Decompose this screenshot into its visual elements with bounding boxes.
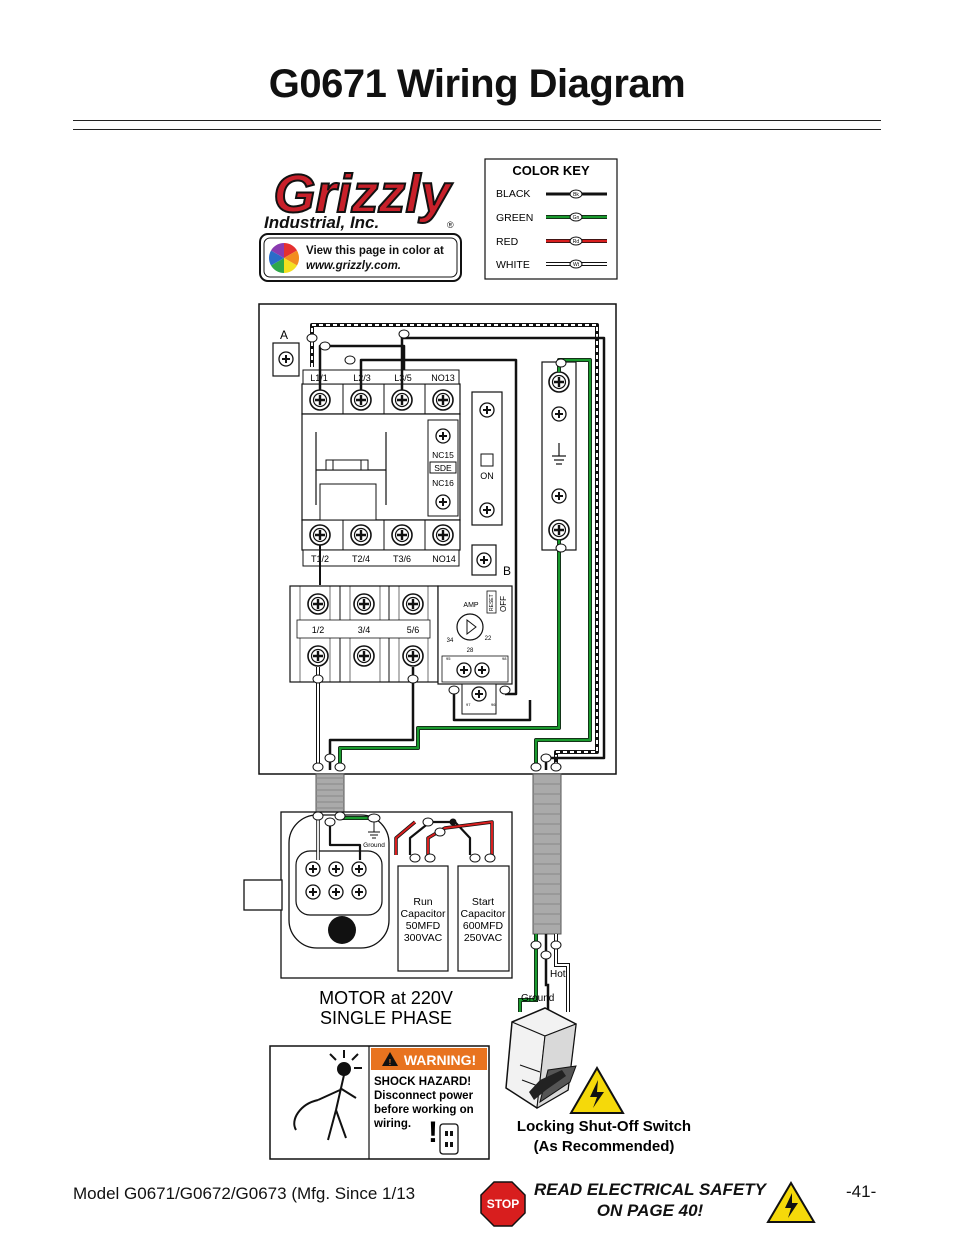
warning-line3: before working on [374, 1104, 474, 1116]
high-voltage-footer-icon [766, 1181, 816, 1223]
run-capacitor: Run Capacitor 50MFD 300VAC [397, 865, 449, 972]
footer-read-line2: ON PAGE 40! [596, 1201, 704, 1220]
color-key-green-label: GREEN [496, 212, 533, 224]
relay-98: 98 [502, 656, 507, 661]
contactor-t2: T2/4 [352, 554, 370, 564]
stop-sign-text: STOP [487, 1197, 519, 1211]
exclamation-icon: ! [428, 1116, 438, 1149]
grizzly-logo: Grizzly Industrial, Inc. ® [264, 163, 454, 232]
relay-dial-28: 28 [467, 648, 474, 654]
run-cap-line4: 300VAC [404, 932, 443, 944]
switch-hot-label: Hot [550, 969, 566, 980]
color-key-white: WHITE Wt [496, 259, 607, 271]
switch-cable [532, 773, 562, 935]
motor-title-line2: SINGLE PHASE [320, 1008, 452, 1028]
motor-junction-box: Ground Run Capacitor 50MFD 300VAC Start … [243, 811, 513, 979]
relay-95: 95 [446, 656, 451, 661]
footer-read-safety: READ ELECTRICAL SAFETY ON PAGE 40! [520, 1179, 780, 1221]
motor-cable [315, 773, 345, 815]
page-number: -41- [846, 1182, 877, 1201]
color-note-line1: View this page in color at [306, 245, 444, 257]
relay-97: 97 [466, 702, 471, 707]
color-note-line2: www.grizzly.com. [306, 260, 401, 272]
color-key-white-abbr: Wt [573, 262, 580, 268]
color-key-white-label: WHITE [496, 259, 530, 271]
high-voltage-icon [569, 1066, 625, 1114]
start-cap-line4: 250VAC [464, 932, 503, 944]
color-key-red: RED Rd [496, 236, 607, 248]
warning-triangle-icon [382, 1052, 398, 1066]
switch-ground-label: Ground [521, 993, 554, 1004]
aux-nc15: NC15 [432, 450, 454, 460]
color-key: COLOR KEY BLACK Bk GREEN Gn RED Rd WHITE [484, 158, 618, 280]
relay-reset-label: RESET [489, 594, 495, 611]
logo-brand: Grizzly [273, 164, 453, 224]
ground-symbol-icon [552, 443, 566, 465]
relay-dial-34: 34 [447, 638, 454, 644]
run-cap-line1: Run [413, 896, 432, 908]
start-cap-line1: Start [472, 896, 494, 908]
color-key-black-label: BLACK [496, 188, 530, 200]
overload-5-6: 5/6 [407, 625, 420, 635]
color-wheel-icon [268, 243, 300, 273]
title-rule-top [73, 120, 881, 121]
contactor: L1/1 L2/3 L3/5 NO13 T1/2 T2/4 T3/6 NO14 … [301, 369, 461, 567]
warning-label: ! WARNING! SHOCK HAZARD! Disconnect powe… [269, 1045, 490, 1160]
warning-line2: Disconnect power [374, 1090, 474, 1102]
switch-caption-line2: (As Recommended) [534, 1138, 675, 1155]
control-panel: A L1/1 L2/3 L3/5 NO13 T1/2 T2/4 T3/6 NO1… [258, 303, 617, 775]
on-switch: ON [471, 391, 503, 526]
footer-model: Model G0671/G0672/G0673 (Mfg. Since 1/13 [73, 1184, 416, 1203]
svg-text:!: ! [389, 1058, 392, 1067]
start-cap-line3: 600MFD [463, 920, 504, 932]
relay-96: 96 [491, 702, 496, 707]
outlet-icon [439, 1123, 459, 1155]
contactor-t3: T3/6 [393, 554, 411, 564]
color-key-green: GREEN Gn [496, 212, 607, 224]
motor-ground-label: Ground [363, 842, 385, 849]
title-rule-bottom [73, 129, 881, 130]
relay-amp-label: AMP [463, 602, 479, 609]
color-key-title: COLOR KEY [512, 163, 590, 178]
color-key-black: BLACK Bk [496, 188, 607, 200]
run-cap-line2: Capacitor [401, 908, 446, 920]
switch-wiring [518, 934, 570, 1012]
shutoff-switch-illustration [505, 1007, 577, 1109]
terminal-a-label: A [280, 328, 288, 342]
logo-registered: ® [447, 220, 454, 230]
run-cap-line3: 50MFD [406, 920, 441, 932]
warning-line4: wiring. [373, 1118, 411, 1130]
color-key-red-abbr: Rd [573, 239, 580, 245]
color-key-green-abbr: Gn [573, 215, 580, 221]
start-capacitor: Start Capacitor 600MFD 250VAC [457, 865, 510, 972]
contactor-no14: NO14 [432, 554, 456, 564]
aux-nc16: NC16 [432, 478, 454, 488]
relay-off-label: OFF [499, 596, 508, 612]
warning-header: WARNING! [404, 1052, 476, 1068]
switch-on-label: ON [480, 471, 494, 481]
overload-1-2: 1/2 [312, 625, 325, 635]
color-key-black-abbr: Bk [573, 192, 579, 198]
start-cap-line2: Capacitor [461, 908, 506, 920]
warning-line1: SHOCK HAZARD! [374, 1076, 471, 1088]
stop-sign-icon: STOP [480, 1181, 526, 1227]
relay-dial-22: 22 [485, 636, 492, 642]
overload-relay: 1/2 3/4 5/6 AMP RESET OFF 34 22 28 95 98… [289, 585, 513, 715]
switch-caption-line1: Locking Shut-Off Switch [517, 1118, 691, 1135]
color-note-box: View this page in color at www.grizzly.c… [259, 233, 462, 282]
contactor-no13: NO13 [431, 373, 455, 383]
page-title: G0671 Wiring Diagram [268, 62, 686, 106]
logo-subtitle: Industrial, Inc. [264, 213, 379, 232]
shock-person-icon [293, 1050, 362, 1141]
footer-read-line1: READ ELECTRICAL SAFETY [533, 1180, 767, 1199]
aux-sde: SDE [434, 463, 452, 473]
motor-title-line1: MOTOR at 220V [319, 988, 453, 1008]
overload-3-4: 3/4 [358, 625, 371, 635]
ground-bar [541, 361, 577, 551]
color-key-red-label: RED [496, 236, 519, 248]
terminal-b-label: B [503, 564, 511, 578]
